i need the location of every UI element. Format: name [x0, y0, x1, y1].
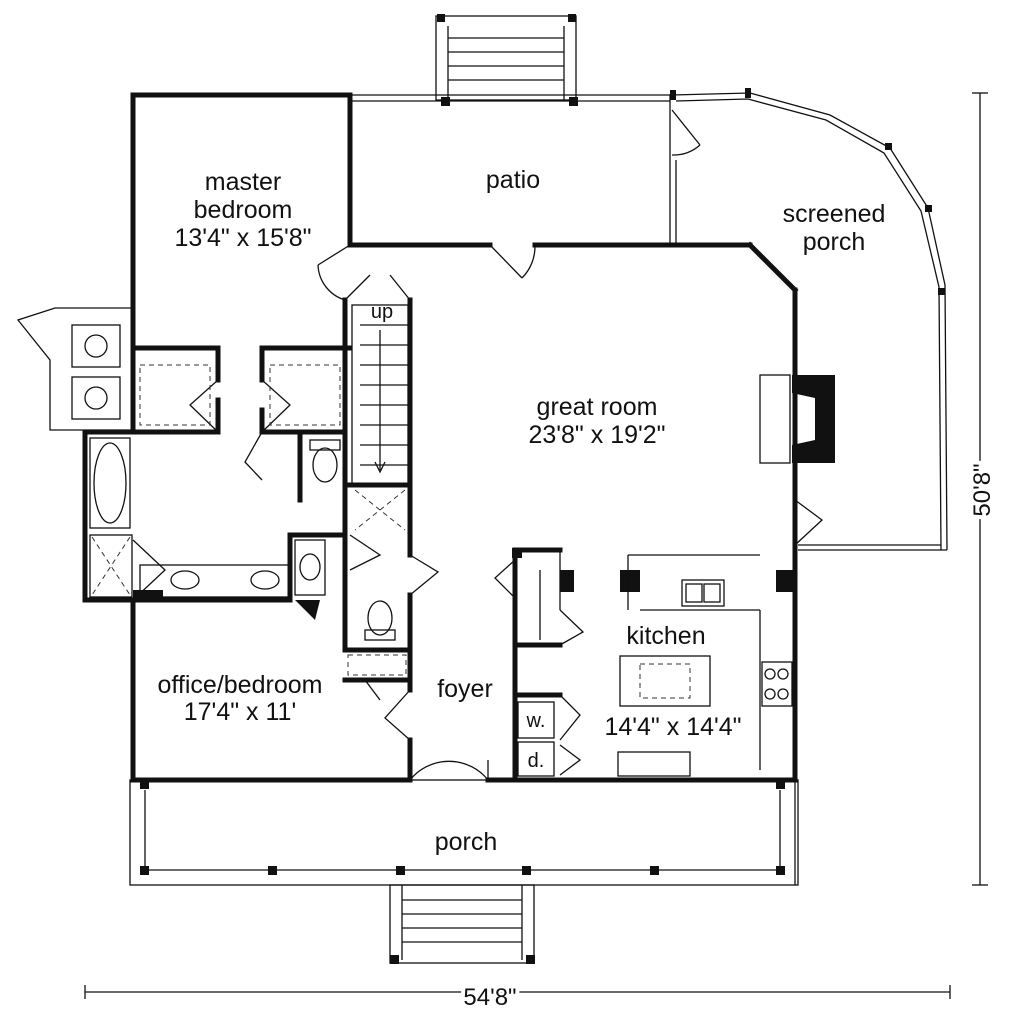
powder-room-fixtures	[294, 439, 407, 676]
dimension-lines	[84, 92, 988, 999]
office-bedroom-label: office/bedroom	[158, 671, 323, 699]
fireplace	[759, 374, 835, 464]
dryer-label: d.	[528, 750, 545, 772]
foyer-label: foyer	[437, 675, 493, 703]
office-bedroom-size: 17'4" x 11'	[184, 698, 296, 726]
patio-label: patio	[486, 166, 540, 194]
washer-label: w.	[526, 710, 546, 732]
screened-porch-label: screened	[783, 200, 886, 228]
screened-porch-label-2: porch	[803, 228, 866, 256]
stair-up-label: up	[371, 301, 393, 323]
interior-walls	[130, 274, 563, 783]
master-bedroom-size: 13'4" x 15'8"	[174, 224, 311, 252]
kitchen-label: kitchen	[626, 622, 705, 650]
master-bedroom-label-2: bedroom	[194, 196, 293, 224]
porch-label: porch	[435, 828, 498, 856]
master-bath-fixtures	[89, 364, 341, 600]
overall-width-dimension: 54'8"	[463, 984, 516, 1011]
great-room-size: 23'8" x 19'2"	[528, 421, 665, 449]
great-room-label: great room	[537, 393, 658, 421]
rear-steps	[435, 14, 577, 101]
patio-area	[352, 94, 701, 245]
staircase	[351, 304, 409, 531]
master-bedroom-label: master	[205, 168, 281, 196]
kitchen-fixtures	[512, 548, 794, 777]
doors	[132, 244, 824, 781]
kitchen-size: 14'4" x 14'4"	[604, 713, 741, 741]
overall-depth-dimension: 50'8"	[969, 463, 996, 516]
bay-window	[16, 307, 133, 431]
screened-porch-area	[670, 88, 948, 551]
front-steps	[389, 884, 535, 964]
